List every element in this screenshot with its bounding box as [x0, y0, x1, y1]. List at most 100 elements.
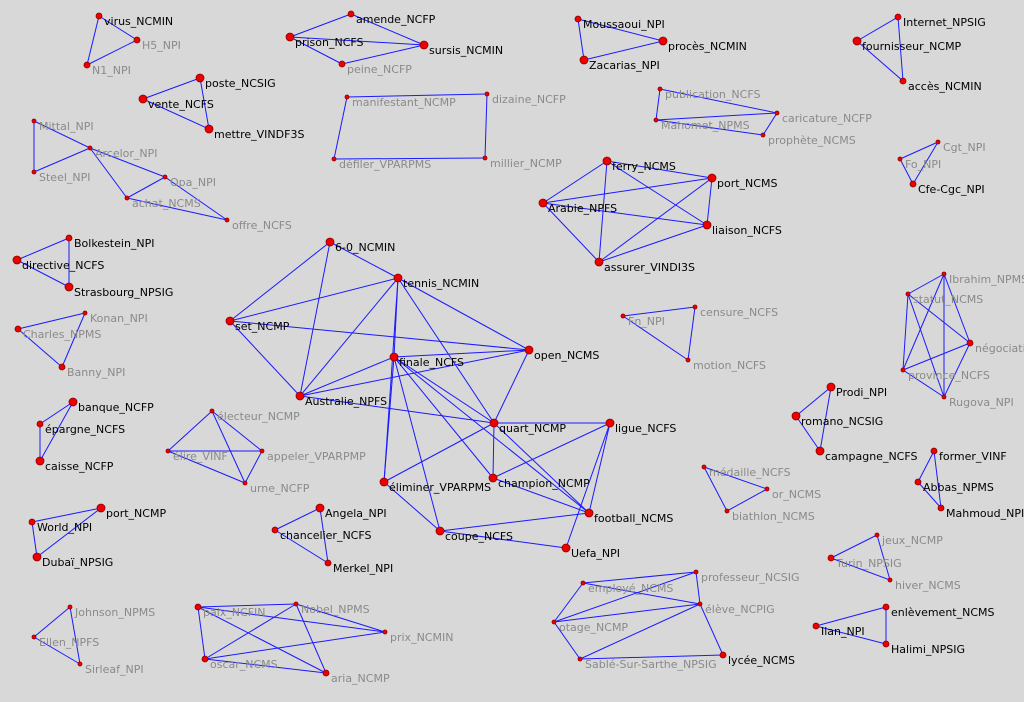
node-jeux[interactable]: [874, 532, 880, 538]
node-hiver[interactable]: [887, 577, 893, 583]
node-quart[interactable]: [489, 418, 499, 428]
node-otage[interactable]: [551, 619, 557, 625]
node-sirleaf[interactable]: [77, 661, 83, 667]
node-charles[interactable]: [14, 325, 22, 333]
node-eliminer[interactable]: [379, 477, 389, 487]
node-censure[interactable]: [692, 304, 698, 310]
node-prison[interactable]: [285, 32, 295, 42]
node-dubai[interactable]: [32, 552, 42, 562]
node-set[interactable]: [225, 316, 235, 326]
node-arcelor[interactable]: [87, 145, 93, 151]
node-former[interactable]: [930, 447, 938, 455]
node-angela[interactable]: [315, 503, 325, 513]
node-portncmp[interactable]: [96, 503, 106, 513]
node-achat[interactable]: [124, 195, 130, 201]
node-ferry[interactable]: [602, 156, 612, 166]
node-internet[interactable]: [894, 13, 902, 21]
node-directive[interactable]: [12, 255, 22, 265]
node-steel[interactable]: [31, 169, 37, 175]
node-urne[interactable]: [242, 480, 248, 486]
node-rugova[interactable]: [941, 394, 947, 400]
node-arabie[interactable]: [538, 198, 548, 208]
node-champion[interactable]: [488, 473, 498, 483]
node-port[interactable]: [707, 173, 717, 183]
node-lycee[interactable]: [719, 651, 727, 659]
node-mettre[interactable]: [204, 124, 214, 134]
node-millier[interactable]: [482, 155, 488, 161]
node-football[interactable]: [584, 508, 594, 518]
node-johnson[interactable]: [67, 604, 73, 610]
node-negociation[interactable]: [966, 339, 974, 347]
node-defiler[interactable]: [331, 156, 337, 162]
node-opa[interactable]: [162, 174, 168, 180]
node-banny[interactable]: [58, 363, 66, 371]
node-tennis[interactable]: [393, 273, 403, 283]
node-medaille[interactable]: [701, 464, 707, 470]
node-oscar[interactable]: [201, 655, 209, 663]
node-open[interactable]: [524, 345, 534, 355]
node-proces[interactable]: [658, 36, 668, 46]
node-cfe[interactable]: [909, 180, 917, 188]
node-campagne[interactable]: [815, 446, 825, 456]
node-strasbourg[interactable]: [64, 282, 74, 292]
node-halimi[interactable]: [882, 640, 890, 648]
node-sable[interactable]: [577, 656, 583, 662]
node-statut[interactable]: [905, 291, 911, 297]
node-or[interactable]: [764, 486, 770, 492]
node-konan[interactable]: [82, 310, 88, 316]
node-zacarias[interactable]: [579, 55, 589, 65]
node-h5[interactable]: [133, 36, 141, 44]
node-motion[interactable]: [685, 357, 691, 363]
node-virus[interactable]: [95, 12, 103, 20]
node-prophete[interactable]: [760, 132, 766, 138]
node-publication[interactable]: [657, 86, 663, 92]
node-turin[interactable]: [827, 554, 835, 562]
node-fournisseur[interactable]: [852, 36, 862, 46]
node-n1[interactable]: [83, 61, 91, 69]
node-amende[interactable]: [347, 10, 355, 18]
node-uefa[interactable]: [561, 543, 571, 553]
node-electeur[interactable]: [209, 408, 215, 414]
node-fn[interactable]: [620, 313, 626, 319]
node-australie[interactable]: [295, 391, 305, 401]
node-prodi[interactable]: [826, 382, 836, 392]
node-enlevement[interactable]: [882, 603, 890, 611]
node-abbas[interactable]: [914, 478, 922, 486]
node-sursis[interactable]: [419, 40, 429, 50]
node-poste[interactable]: [195, 73, 205, 83]
node-caisse[interactable]: [35, 456, 45, 466]
node-world[interactable]: [28, 518, 36, 526]
node-elire[interactable]: [165, 448, 171, 454]
node-nobel[interactable]: [293, 601, 299, 607]
node-banque[interactable]: [68, 397, 78, 407]
node-ligue[interactable]: [605, 418, 615, 428]
node-bolkestein[interactable]: [65, 234, 73, 242]
node-assurer[interactable]: [594, 257, 604, 267]
node-cgt[interactable]: [935, 139, 941, 145]
node-fo[interactable]: [897, 156, 903, 162]
node-mittal[interactable]: [31, 118, 37, 124]
node-finale[interactable]: [389, 352, 399, 362]
node-paix[interactable]: [194, 603, 202, 611]
node-coupe[interactable]: [435, 526, 445, 536]
node-biathlon[interactable]: [724, 508, 730, 514]
node-aria[interactable]: [322, 669, 330, 677]
node-caricature[interactable]: [774, 110, 780, 116]
node-60[interactable]: [325, 237, 335, 247]
node-ellen[interactable]: [31, 634, 37, 640]
node-vente[interactable]: [138, 94, 148, 104]
node-epargne[interactable]: [36, 420, 44, 428]
node-ilan[interactable]: [812, 622, 820, 630]
node-manifestant[interactable]: [344, 94, 350, 100]
node-chancelier[interactable]: [271, 526, 279, 534]
node-prix[interactable]: [382, 629, 388, 635]
node-merkel[interactable]: [324, 559, 332, 567]
node-offre[interactable]: [224, 217, 230, 223]
node-liaison[interactable]: [702, 220, 712, 230]
node-mahmoud[interactable]: [937, 504, 945, 512]
node-professeur[interactable]: [693, 569, 699, 575]
node-acces[interactable]: [899, 77, 907, 85]
node-appeler[interactable]: [259, 448, 265, 454]
node-moussaoui[interactable]: [574, 15, 582, 23]
node-dizaine[interactable]: [484, 91, 490, 97]
